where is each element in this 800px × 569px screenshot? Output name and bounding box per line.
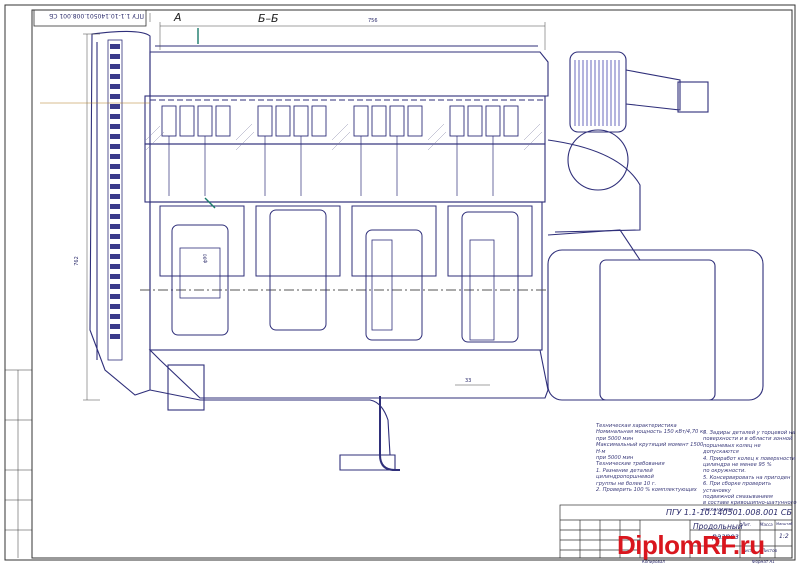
valvetrain <box>150 99 545 196</box>
title-mass-header: Масса <box>760 522 773 527</box>
title-block-grid <box>559 504 793 559</box>
technical-requirements-notes: 3. Задиры деталей у торцевой на поверхно… <box>703 430 797 513</box>
title-copied-label: Копировал <box>642 559 665 564</box>
technical-characteristics-notes: Техническая характеристика Номинальная м… <box>596 423 706 494</box>
air-filter-element <box>574 60 620 126</box>
title-format-label: Формат А1 <box>752 559 775 564</box>
doc-number-top: ПГУ 1.1-10.140501.008.001 СБ <box>49 12 144 19</box>
section-label-bb: Б–Б <box>258 12 279 25</box>
dimension-lines <box>83 13 546 401</box>
dimension-bore: ф90 <box>203 253 209 264</box>
title-sheet-label: Лист <box>742 548 753 553</box>
dimension-bottom: 33 <box>465 378 472 384</box>
engine-outline <box>89 30 764 471</box>
title-name-line1: Продольный <box>693 522 743 531</box>
cylinders <box>159 205 533 277</box>
doc-number-box <box>33 9 147 27</box>
crankshaft <box>140 209 548 343</box>
dimension-left: 762 <box>73 256 80 266</box>
title-scale-value: 1:2 <box>779 533 789 540</box>
title-sheets-label: Листов <box>762 548 777 553</box>
section-hatching <box>145 123 543 151</box>
title-lit-header: Лит. <box>742 522 752 527</box>
valve-springs-cyl4 <box>449 105 519 137</box>
valve-springs-cyl1 <box>161 105 231 137</box>
title-doc-number: ПГУ 1.1-10.140501.008.001 СБ <box>666 508 793 517</box>
dimension-top: 756 <box>368 18 378 24</box>
watermark-logo: DiplomRF.ru <box>617 530 765 560</box>
title-scale-header: Масштаб <box>776 522 793 526</box>
section-label-a: А <box>174 11 182 24</box>
section-cut-marks <box>197 28 216 209</box>
valve-springs-cyl2 <box>257 105 327 137</box>
valve-springs-cyl3 <box>353 105 423 137</box>
title-name-line2: разрез <box>712 532 739 541</box>
timing-chain <box>107 39 123 361</box>
sheet-frame <box>4 4 796 561</box>
